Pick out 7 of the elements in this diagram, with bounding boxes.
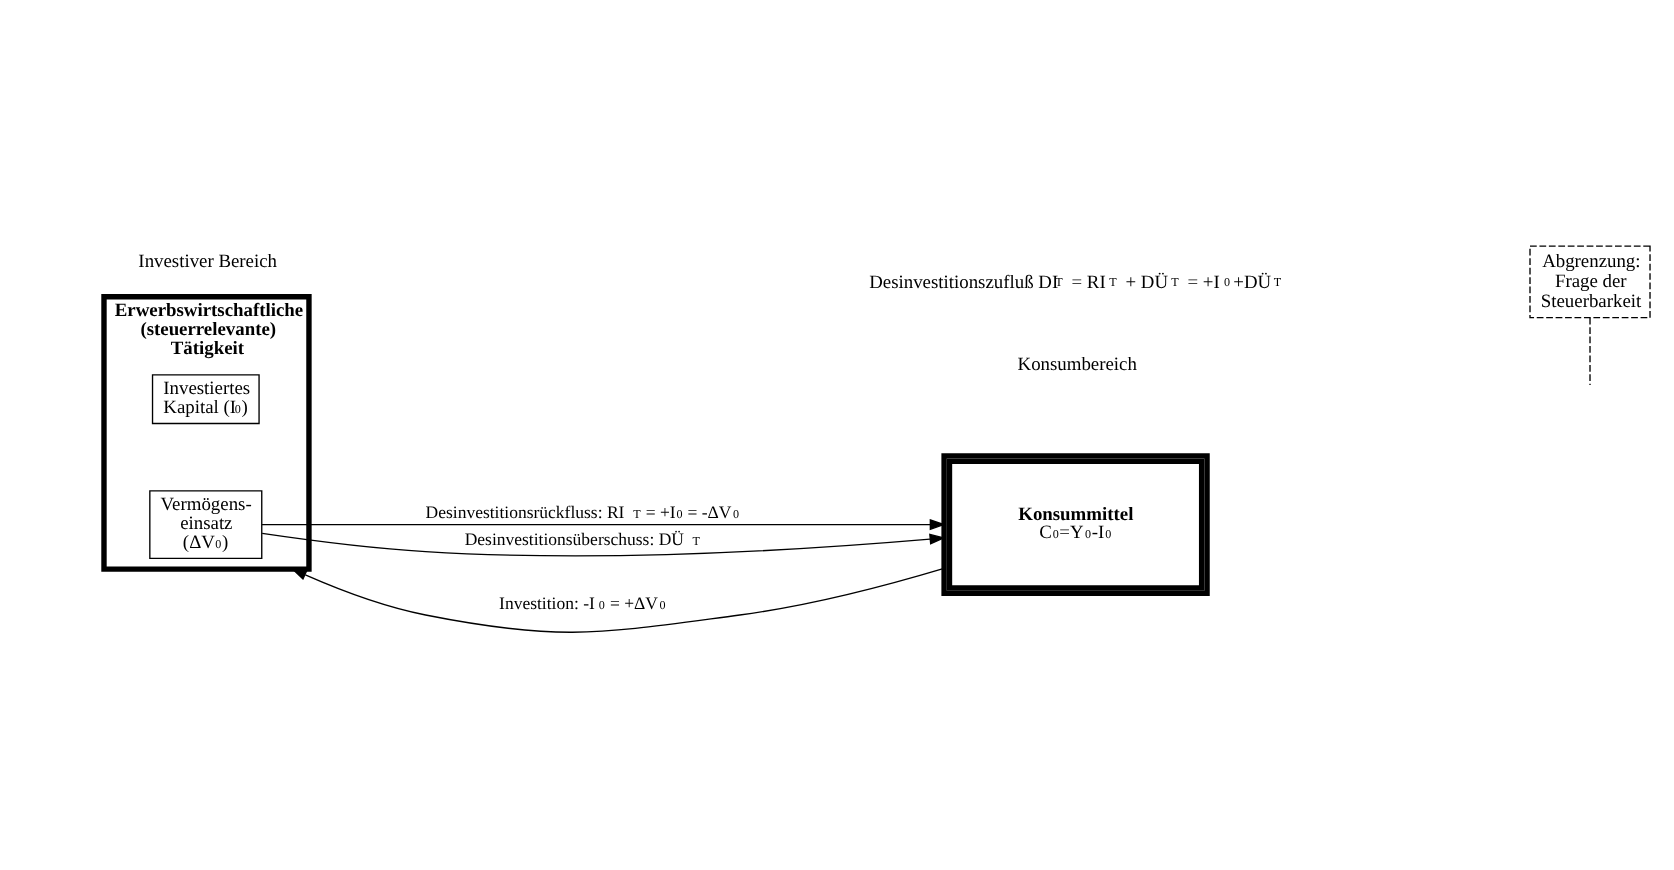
connector [1589, 317, 1591, 386]
label: Investiver Bereich [138, 253, 278, 274]
node-box: Abgrenzung: Frage der Steuerbarkeit [1529, 245, 1651, 319]
arrow [261, 518, 946, 531]
arrow [261, 532, 946, 557]
label: Konsumbereich [1017, 355, 1137, 376]
arrow [290, 567, 945, 633]
